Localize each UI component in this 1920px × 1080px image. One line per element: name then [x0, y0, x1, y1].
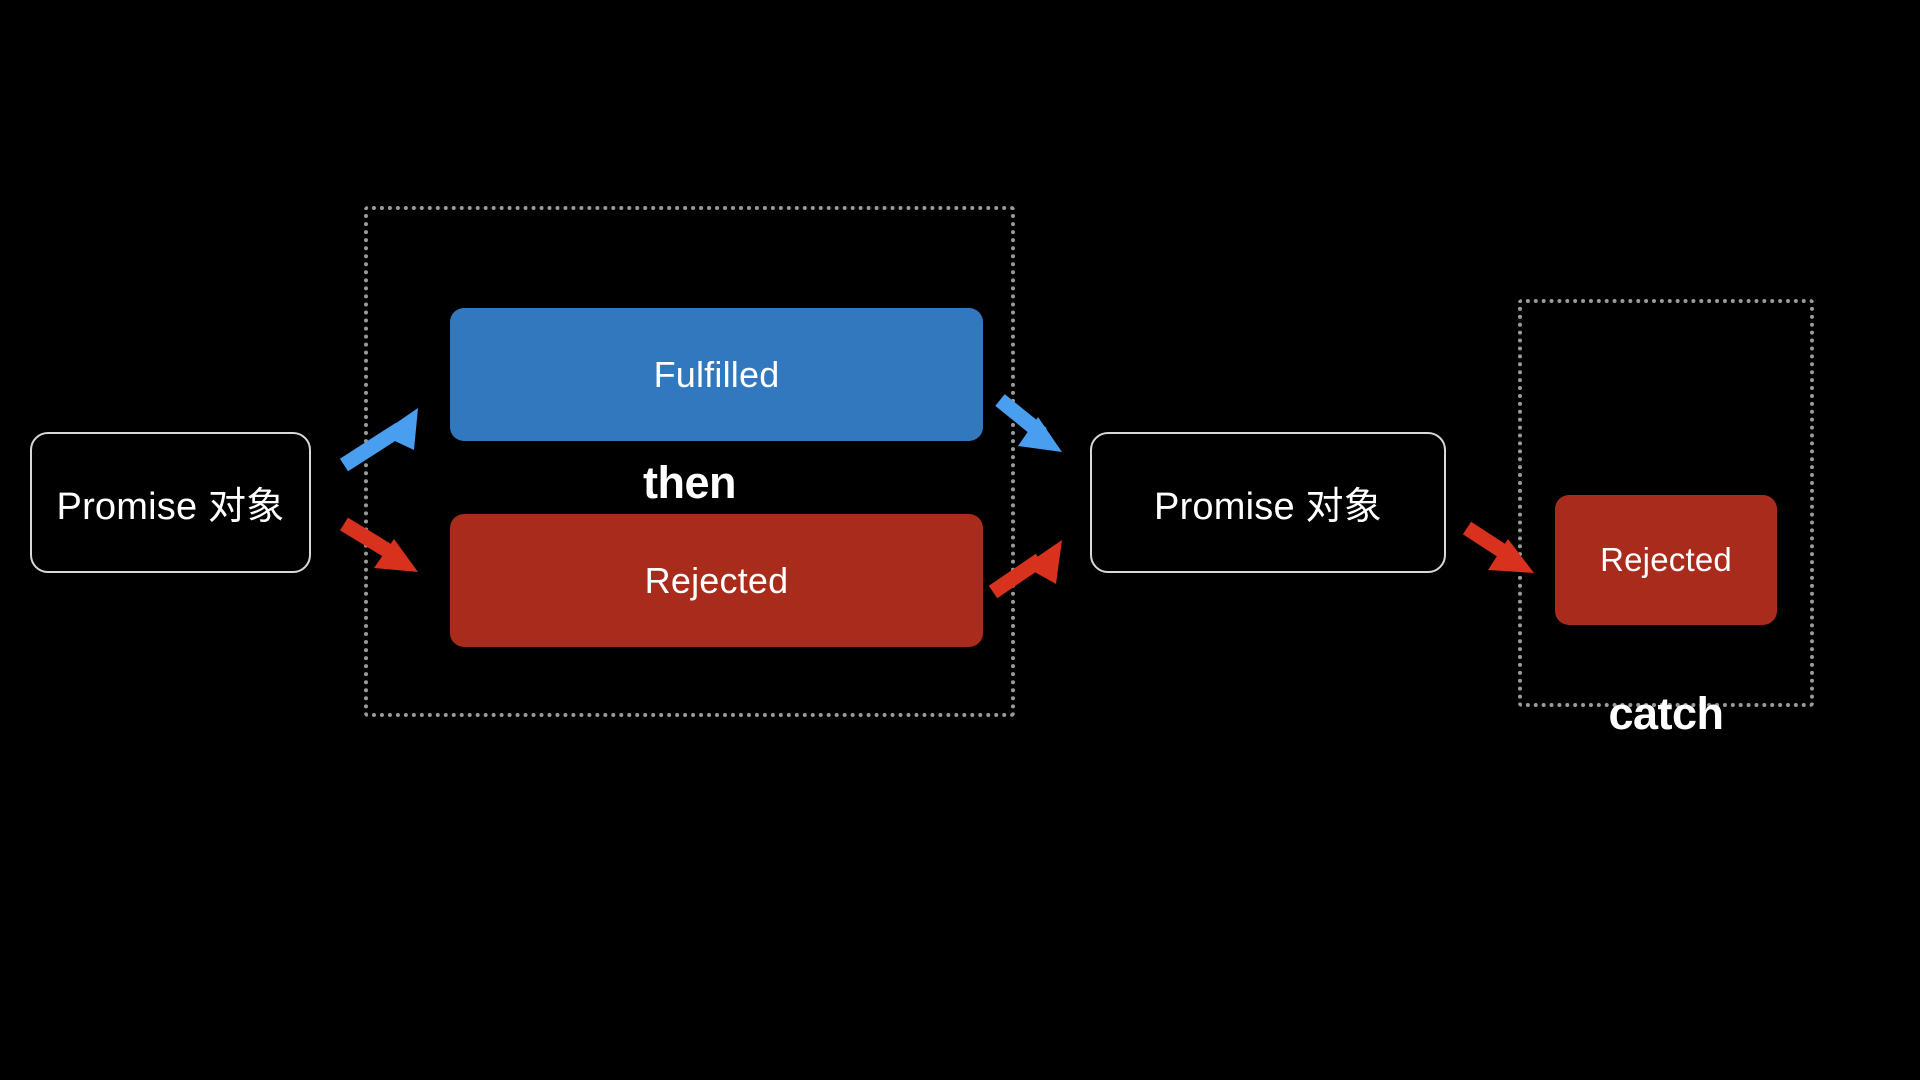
rejected-state-node[interactable]: Rejected: [450, 514, 983, 647]
rejected-state-label: Rejected: [644, 559, 789, 601]
catch-group-title: catch: [1608, 688, 1724, 739]
catch-rejected-state-node[interactable]: Rejected: [1555, 495, 1777, 625]
promise-object-node-2[interactable]: Promise 对象: [1090, 432, 1446, 573]
promise-object-node-1[interactable]: Promise 对象: [30, 432, 311, 573]
catch-group-container: catch: [1518, 299, 1814, 739]
then-group-title: then: [643, 457, 737, 508]
promise-object-node-1-label: Promise 对象: [56, 486, 285, 528]
fulfilled-state-node[interactable]: Fulfilled: [450, 308, 983, 441]
catch-rejected-state-label: Rejected: [1600, 541, 1732, 578]
fulfilled-state-label: Fulfilled: [653, 353, 780, 395]
promise-object-node-2-label: Promise 对象: [1154, 486, 1382, 528]
